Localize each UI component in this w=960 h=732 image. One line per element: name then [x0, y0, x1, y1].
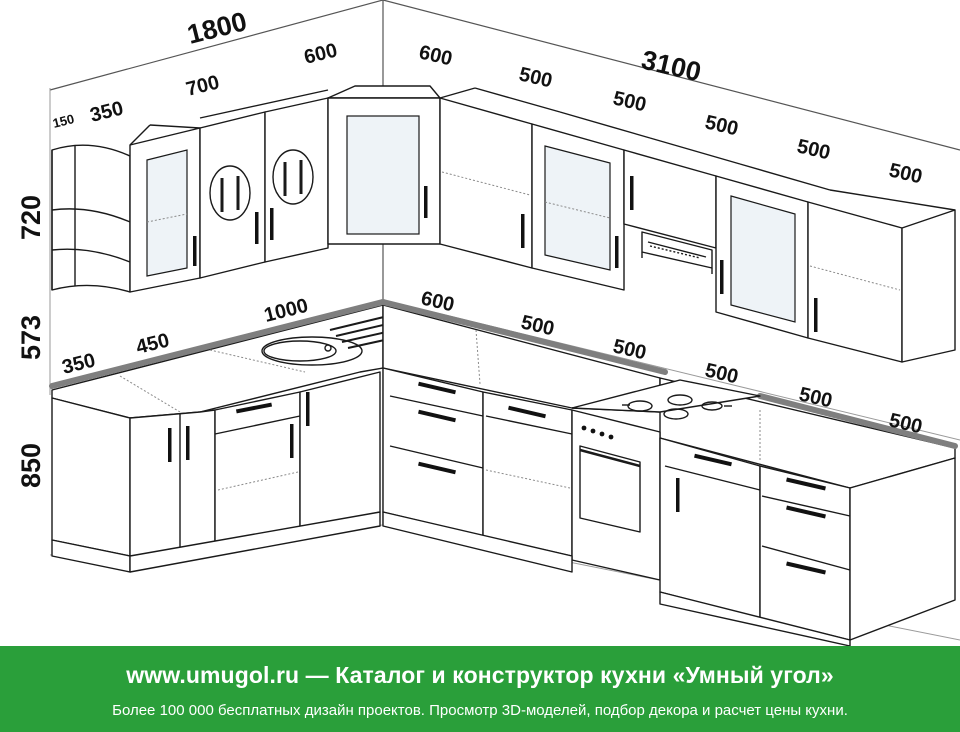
sink-icon: [261, 336, 363, 366]
dim-upper-500-1: 500: [517, 63, 554, 92]
dim-upper-500-5: 500: [887, 159, 924, 188]
stove: [571, 379, 761, 581]
cutlery-emblem-icon: [209, 165, 251, 221]
dim-right-wall-total: 3100: [639, 45, 704, 88]
upper-right-glass-cabinet-4: [715, 163, 831, 339]
banner-subtitle: Более 100 000 бесплатных дизайн проектов…: [112, 702, 848, 719]
dim-upper-350: 350: [88, 97, 126, 126]
upper-right-hood-cabinet-3: [623, 137, 741, 274]
dim-upper-corner-600-right: 600: [417, 41, 454, 70]
dim-upper-500-3: 500: [703, 111, 740, 140]
upper-right-cabinet-5: [807, 189, 956, 363]
base-left-end-cabinet: [51, 397, 131, 557]
dim-height-upper: 720: [16, 195, 46, 240]
base-right-cabinet-4: [659, 437, 761, 619]
countertop-right: [380, 299, 958, 489]
dim-base-500-3: 500: [703, 359, 740, 388]
cutlery-emblem-icon: [272, 149, 314, 205]
banner-title[interactable]: www.umugol.ru — Каталог и конструктор ку…: [126, 662, 834, 688]
plinth-right: [382, 511, 573, 573]
dim-upper-corner-600-left: 600: [302, 39, 340, 68]
upper-left-double-cabinet: [129, 89, 329, 279]
kitchen-drawing: 1800 3100 150 350 700 600 600 500 500 50…: [16, 0, 960, 646]
burner-icon: [622, 394, 732, 420]
oven-door-icon: [579, 445, 641, 533]
base-right-drawer-cabinet-5: [759, 457, 956, 641]
dim-left-wall-total: 1800: [184, 6, 250, 50]
dim-upper-150: 150: [51, 111, 76, 131]
dim-upper-500-2: 500: [611, 87, 648, 116]
base-right-cabinet-2: [482, 391, 573, 557]
dim-height-base: 850: [16, 443, 46, 488]
base-left-sink-cabinet: [214, 391, 301, 549]
range-hood-icon: [641, 231, 713, 274]
dim-height-gap: 573: [16, 315, 46, 360]
stove-knobs-icon: [581, 425, 614, 440]
upper-right-glass-cabinet-2: [531, 111, 651, 291]
countertop-left: [49, 299, 413, 419]
upper-left-open-shelf: [51, 144, 131, 293]
dim-upper-500-4: 500: [795, 135, 832, 164]
plinth-right-2: [659, 591, 851, 646]
upper-left-glass-cabinet: [129, 127, 201, 293]
promo-banner: www.umugol.ru — Каталог и конструктор ку…: [0, 646, 960, 732]
dim-upper-700: 700: [184, 71, 222, 100]
base-left-angled-cabinet: [129, 409, 216, 557]
plinth-left-2: [129, 511, 381, 573]
upper-corner-glass-cabinet: [327, 85, 441, 245]
base-right-drawer-cabinet-1: [382, 367, 484, 537]
base-left-corner-cabinet: [299, 371, 381, 529]
